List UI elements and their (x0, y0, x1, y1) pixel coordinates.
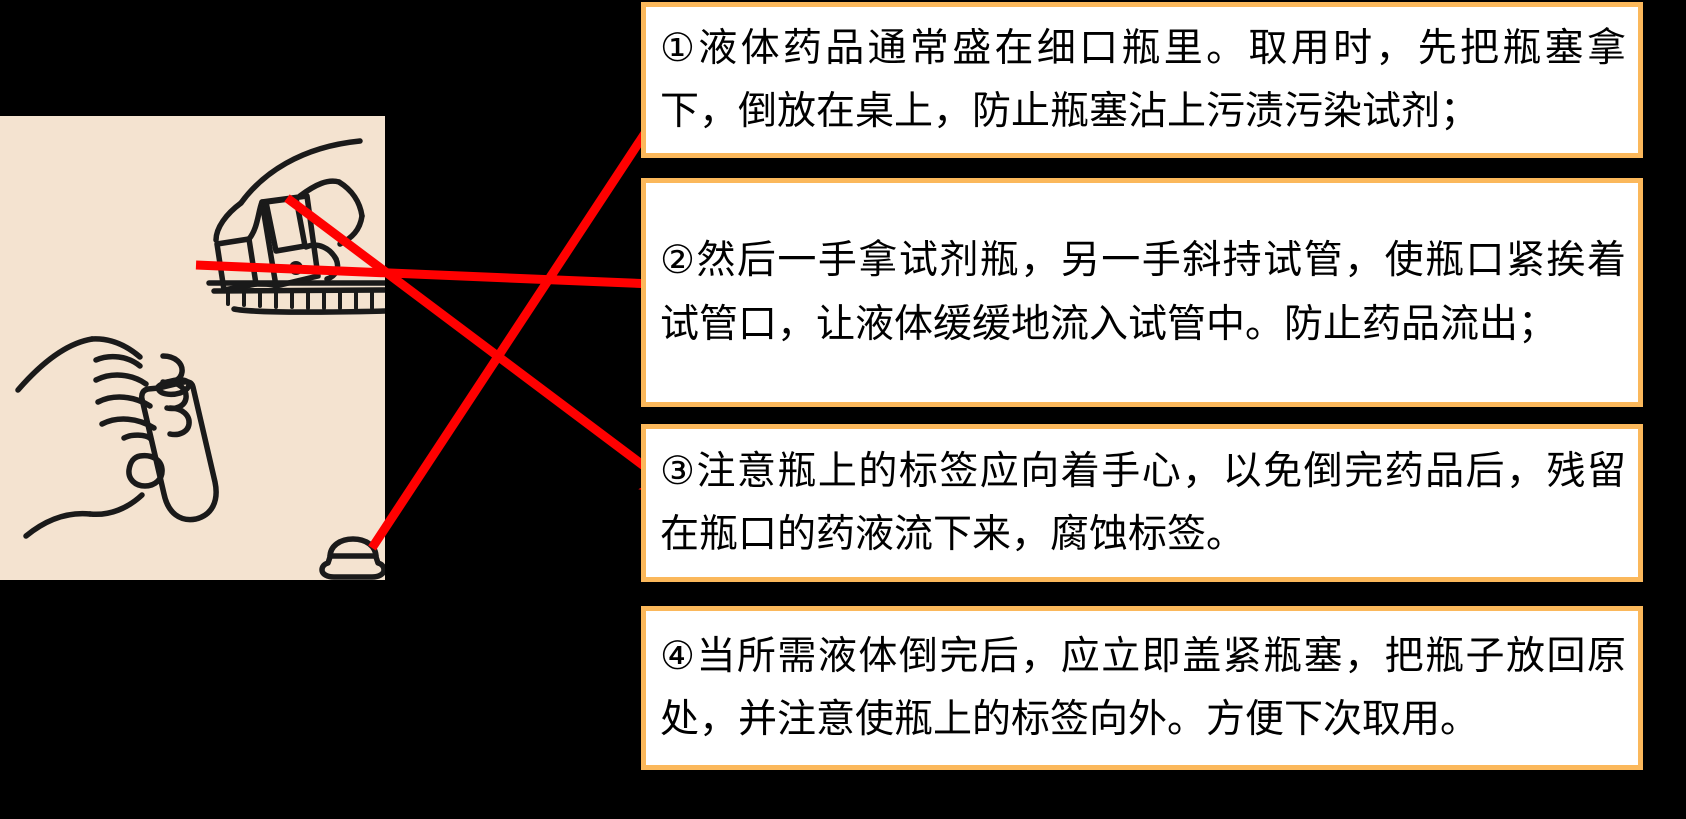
finger-knuckle-dot (289, 261, 303, 275)
test-tube (139, 379, 219, 523)
instruction-text-step-3: ③注意瓶上的标签应向着手心，以免倒完药品后，残留在瓶口的药液流下来，腐蚀标签。 (660, 448, 1626, 557)
instruction-box-step-4: ④当所需液体倒完后，应立即盖紧瓶塞，把瓶子放回原处，并注意使瓶上的标签向外。方便… (641, 606, 1643, 770)
instruction-text-step-4: ④当所需液体倒完后，应立即盖紧瓶塞，把瓶子放回原处，并注意使瓶上的标签向外。方便… (660, 633, 1626, 742)
bottle-stopper-on-table (319, 536, 385, 580)
instruction-text-step-1: ①液体药品通常盛在细口瓶里。取用时，先把瓶塞拿下，倒放在桌上，防止瓶塞沾上污渍污… (660, 25, 1626, 134)
reagent-bottle-body (259, 193, 321, 289)
pouring-liquid-illustration (15, 138, 385, 580)
instruction-box-step-1: ①液体药品通常盛在细口瓶里。取用时，先把瓶塞拿下，倒放在桌上，防止瓶塞沾上污渍污… (641, 2, 1643, 158)
upper-forearm-top-line (238, 138, 363, 206)
bottle-label (263, 195, 308, 254)
instruction-box-step-2: ②然后一手拿试剂瓶，另一手斜持试管，使瓶口紧挨着试管口，让液体缓缓地流入试管中。… (641, 178, 1643, 407)
lower-forearm-bottom-line (23, 510, 93, 539)
thumb-knuckle (126, 452, 165, 489)
lower-forearm-top-line (15, 336, 95, 393)
table-edge (231, 306, 385, 315)
arrow-to-step-1 (368, 67, 689, 551)
instruction-box-step-3: ③注意瓶上的标签应向着手心，以免倒完药品后，残留在瓶口的药液流下来，腐蚀标签。 (641, 424, 1643, 582)
instruction-text-step-2: ②然后一手拿试剂瓶，另一手斜持试管，使瓶口紧挨着试管口，让液体缓缓地流入试管中。… (660, 238, 1626, 347)
illustration-panel (0, 116, 385, 580)
